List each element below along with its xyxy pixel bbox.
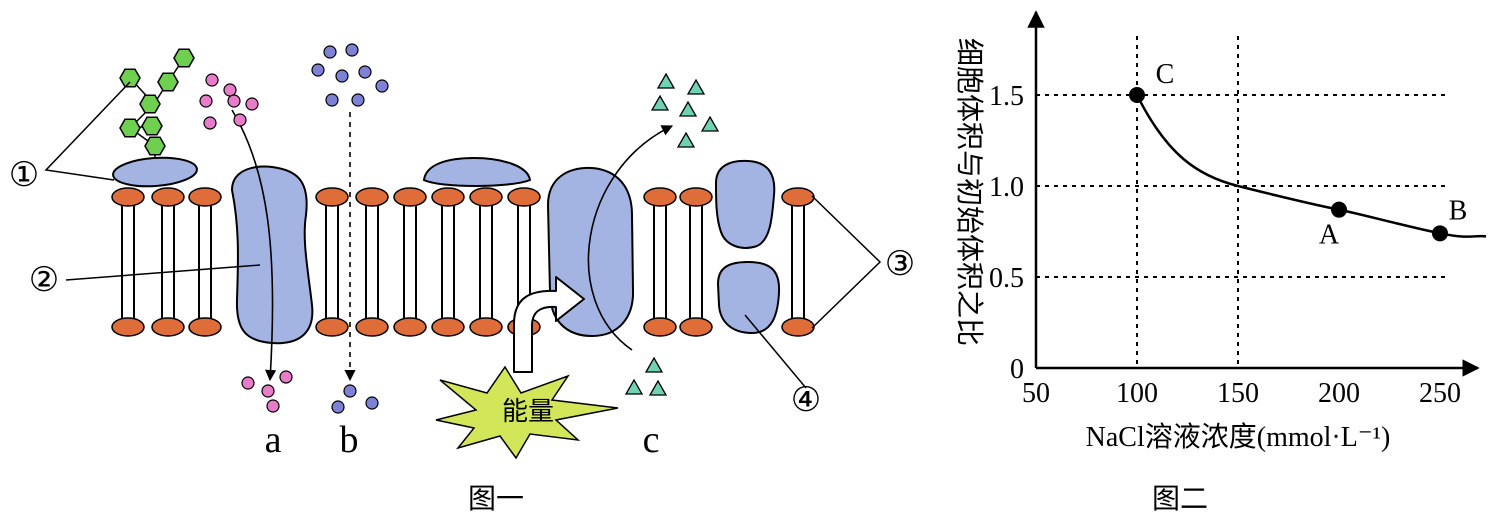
- particle-dot: [241, 376, 255, 390]
- hexagon-sugar: [173, 48, 195, 68]
- particle-dot: [358, 65, 372, 79]
- phospholipid: [393, 187, 427, 337]
- label-circle-1: ①: [9, 157, 39, 194]
- figure2-caption: 图二: [1152, 482, 1208, 515]
- particle-triangle: [644, 356, 664, 373]
- data-point-c: [1129, 87, 1145, 103]
- label-lines: [44, 81, 882, 389]
- particle-dot: [365, 396, 379, 410]
- particle-triangle: [656, 72, 676, 89]
- particle-dot: [335, 69, 349, 83]
- point-label-b: B: [1449, 195, 1468, 226]
- particle-triangle: [650, 94, 670, 111]
- particle-dot: [266, 399, 280, 413]
- glycoprotein-base: [112, 156, 198, 188]
- y-tick-label: 0: [1010, 354, 1024, 385]
- particle-triangle: [676, 131, 696, 148]
- hexagon-sugar: [139, 94, 161, 114]
- phospholipid: [315, 187, 349, 337]
- hexagon-sugar: [119, 68, 141, 88]
- peripheral-protein: [422, 156, 532, 187]
- phospholipid: [355, 187, 389, 337]
- particle-triangle: [648, 379, 668, 396]
- particle-dot: [325, 93, 339, 107]
- label-c: c: [643, 419, 660, 461]
- phospholipid: [643, 187, 677, 337]
- arrow-c: [587, 125, 674, 351]
- point-label-a: A: [1319, 220, 1340, 251]
- hexagon-sugars: [119, 48, 195, 156]
- particle-triangle: [678, 100, 698, 117]
- particle-triangle: [686, 78, 706, 95]
- protein-upper-3: [714, 159, 776, 249]
- x-tick-label: 50: [1022, 378, 1050, 409]
- phospholipid: [431, 187, 465, 337]
- energy-input-arrow: [513, 276, 585, 373]
- y-tick-label: 1.5: [989, 81, 1024, 112]
- phospholipid: [111, 187, 145, 337]
- particle-dot: [203, 116, 217, 130]
- y-tick-label: 1.0: [989, 172, 1024, 203]
- chart-grid: [1036, 36, 1450, 368]
- data-point-b: [1432, 225, 1448, 242]
- label-a: a: [265, 419, 282, 461]
- particle-dot: [233, 113, 247, 127]
- particle-dot: [343, 384, 357, 398]
- chart: C A B 0 0.5 1.0 1.5 50 100 150 200 250 细胞体积与初始体积之…: [953, 10, 1487, 515]
- phospholipid: [151, 187, 185, 337]
- label-b: b: [340, 419, 359, 461]
- figure1-caption: 图一: [468, 482, 524, 515]
- particle-dot: [227, 94, 241, 108]
- label-circle-4: ④: [791, 382, 821, 419]
- particle-dot: [205, 73, 219, 87]
- particle-dot: [279, 370, 293, 384]
- label-circle-2: ②: [29, 262, 59, 299]
- phospholipid: [469, 187, 503, 337]
- hexagon-sugar: [119, 118, 141, 138]
- arrow-a: [231, 109, 277, 382]
- data-point-a: [1331, 201, 1347, 218]
- x-axis-label: NaCl溶液浓度(mmol·L⁻¹): [1086, 421, 1391, 453]
- particle-dot: [223, 83, 237, 97]
- particle-dot: [261, 384, 275, 398]
- point-label-c: C: [1156, 59, 1175, 90]
- particle-triangle: [624, 378, 644, 395]
- label-circle-3: ③: [885, 246, 915, 283]
- x-tick-label: 100: [1116, 378, 1158, 409]
- chart-curve: [1135, 94, 1487, 238]
- x-tick-label: 150: [1217, 378, 1259, 409]
- hexagon-sugar: [157, 72, 179, 92]
- particle-dot: [375, 79, 389, 93]
- particle-dot: [351, 93, 365, 107]
- particle-triangle: [700, 115, 720, 132]
- particle-dot: [323, 45, 337, 59]
- hexagon-sugar: [141, 116, 163, 136]
- protein-lower-4: [716, 260, 781, 335]
- particle-dot: [331, 400, 345, 414]
- channel-protein-2: [230, 165, 314, 345]
- y-axis-label: 细胞体积与初始体积之比: [953, 38, 986, 346]
- phospholipid: [781, 187, 815, 337]
- x-tick-label: 200: [1318, 378, 1360, 409]
- energy-label: 能量: [502, 397, 554, 427]
- phospholipid: [679, 187, 713, 337]
- y-tick-label: 0.5: [989, 263, 1024, 294]
- phospholipid-bilayer: [111, 187, 815, 337]
- phospholipid: [188, 187, 222, 337]
- membrane-diagram: 能量 ① ② ③ ④ a b c 图一: [9, 43, 915, 515]
- particle-dot: [245, 97, 259, 111]
- particles: [199, 43, 720, 414]
- x-tick-label: 250: [1419, 378, 1461, 409]
- hexagon-sugar: [144, 136, 166, 156]
- particle-dot: [199, 94, 213, 108]
- particle-dot: [311, 63, 325, 77]
- energy-burst: [435, 365, 619, 460]
- particle-dot: [345, 43, 359, 57]
